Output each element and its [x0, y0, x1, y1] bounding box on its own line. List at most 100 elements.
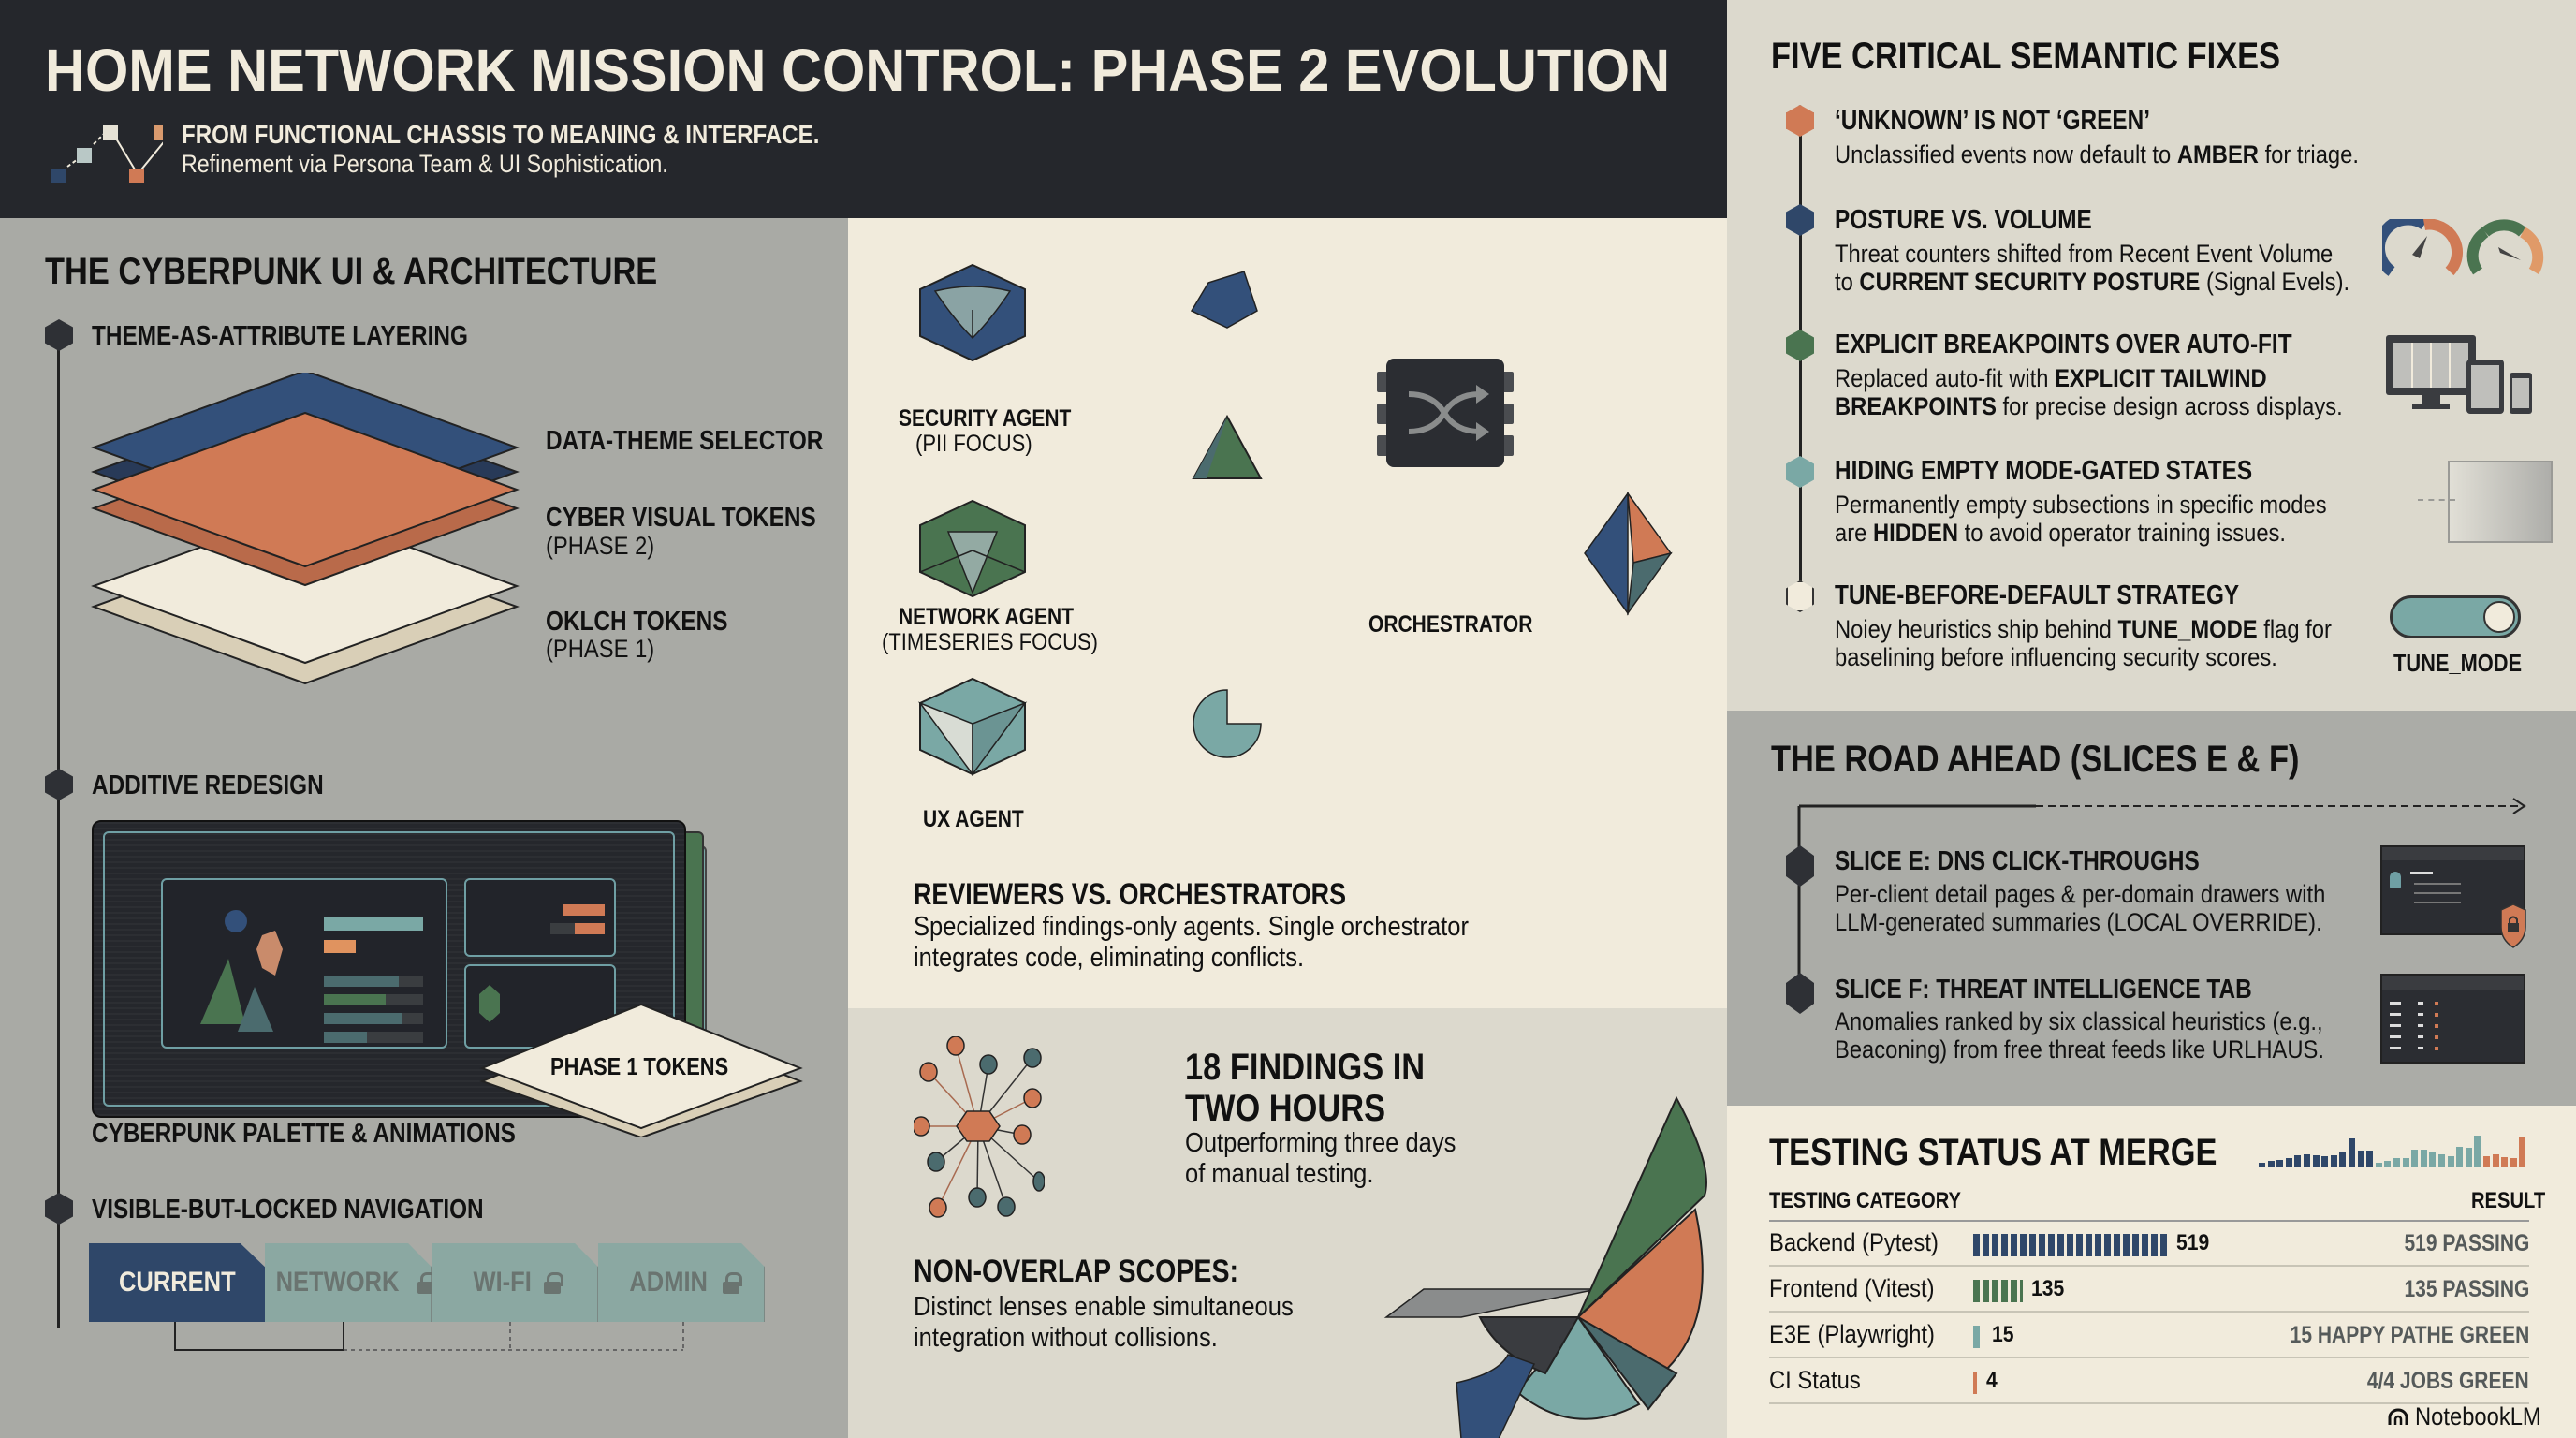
pentagon-shape-icon — [1190, 271, 1258, 329]
security-agent-focus: (PII FOCUS) — [915, 431, 1032, 457]
row-bar — [1973, 1372, 1977, 1394]
fix-4-title: HIDING EMPTY MODE-GATED STATES — [1835, 456, 2253, 486]
gauge-icon — [2382, 219, 2544, 276]
semantic-fixes-panel: FIVE CRITICAL SEMANTIC FIXES ‘UNKNOWN’ I… — [1727, 0, 2576, 711]
lock-icon — [722, 1272, 742, 1294]
responsive-devices-icon — [2386, 335, 2532, 414]
toggle-knob — [2483, 601, 2515, 633]
fix-4-desc-line1: Permanently empty subsections in specifi… — [1835, 491, 2327, 519]
fix-2-desc-line2: to CURRENT SECURITY POSTURE (Signal Evel… — [1835, 268, 2350, 296]
sparkline-bar — [2267, 1161, 2275, 1167]
findings-panel: 18 FINDINGS IN TWO HOURS Outperforming t… — [848, 1008, 1727, 1438]
pyramid-shape-icon — [1192, 415, 1263, 479]
fix-4-desc-line2: are HIDDEN to avoid operator training is… — [1835, 519, 2287, 547]
row-count: 135 — [2031, 1276, 2065, 1301]
sparkline-bar — [2429, 1152, 2437, 1167]
mock-bar — [550, 923, 605, 934]
tab-wifi[interactable]: WI-FI — [432, 1243, 598, 1322]
table-row: Backend (Pytest) 519 519 PASSING — [1769, 1221, 2529, 1267]
sparkline-bar — [2438, 1154, 2445, 1167]
sparkline-bar — [2375, 1163, 2382, 1167]
fix-5-title: TUNE-BEFORE-DEFAULT STRATEGY — [1835, 580, 2240, 610]
pie-shape-icon — [1193, 689, 1262, 758]
mock-bar — [324, 1013, 423, 1024]
sparkline-bar — [2384, 1161, 2392, 1167]
sparkline-bar — [2339, 1152, 2347, 1167]
sparkline-bar — [2456, 1147, 2464, 1167]
fix-3-title: EXPLICIT BREAKPOINTS OVER AUTO-FIT — [1835, 330, 2292, 360]
fix-5-desc-line2: baselining before influencing security s… — [1835, 643, 2277, 671]
flow-logo-icon — [51, 125, 163, 183]
cyberpunk-dashboard-mock — [92, 820, 686, 1118]
sparkline-bar — [2447, 1156, 2454, 1167]
row-count: 15 — [1992, 1322, 2014, 1347]
tune-mode-label: TUNE_MODE — [2393, 649, 2523, 677]
row-category: Frontend (Vitest) — [1769, 1274, 1935, 1302]
fix-1-desc: Unclassified events now default to AMBER… — [1835, 140, 2359, 169]
tab-current[interactable]: CURRENT — [89, 1243, 265, 1322]
findings-line2: of manual testing. — [1185, 1159, 1374, 1189]
phase1-tokens-label: PHASE 1 TOKENS — [550, 1052, 729, 1080]
brand-label: NotebookLM — [2415, 1402, 2541, 1431]
tab-label: CURRENT — [118, 1267, 236, 1298]
slice-node-icon — [1786, 973, 1814, 1014]
row-bar — [1973, 1280, 2023, 1302]
sparkline-bar — [2465, 1148, 2472, 1167]
row-count: 519 — [2176, 1230, 2210, 1255]
tab-admin[interactable]: ADMIN — [598, 1243, 765, 1322]
sparkline-bar — [2420, 1150, 2427, 1167]
fix-3-desc-line2: BREAKPOINTS for precise design across di… — [1835, 392, 2343, 420]
dns-client-page-icon — [2380, 845, 2525, 935]
sparkline-bar — [2259, 1163, 2265, 1167]
row-category: E3E (Playwright) — [1769, 1320, 1935, 1348]
slice-e-line2: LLM-generated summaries (LOCAL OVERRIDE)… — [1835, 908, 2322, 936]
layer-sub-cyber-tokens: (PHASE 2) — [546, 532, 655, 560]
sparkline-bar — [2483, 1156, 2490, 1167]
roadmap-timeline-arrow — [1797, 798, 2526, 984]
mock-hex — [479, 985, 500, 1022]
sparkline-bar — [2366, 1151, 2374, 1167]
layer-label-data-theme: DATA-THEME SELECTOR — [546, 426, 824, 456]
fix-node-icon — [1786, 580, 1814, 612]
col-category-header: TESTING CATEGORY — [1769, 1188, 1961, 1213]
fix-3-desc-line1: Replaced auto-fit with EXPLICIT TAILWIND — [1835, 364, 2267, 392]
layer-sub-oklch: (PHASE 1) — [546, 635, 655, 663]
sparkline-bar — [2321, 1156, 2329, 1167]
arrow-in-icon — [2418, 499, 2455, 501]
fix-node-icon — [1786, 105, 1814, 137]
dashboard-panel-main — [161, 878, 447, 1049]
sparkline-bar — [2393, 1158, 2400, 1167]
sparkline-bar — [2492, 1154, 2499, 1167]
sparkline-bar — [2501, 1157, 2509, 1167]
mock-bar — [564, 904, 605, 916]
row-result: 4/4 JOBS GREEN — [2367, 1368, 2529, 1394]
dashboard-panel-top — [464, 878, 616, 957]
tagline: Refinement via Persona Team & UI Sophist… — [182, 150, 668, 178]
agents-panel: SECURITY AGENT (PII FOCUS) NETWORK AGENT… — [848, 218, 1727, 1008]
fix-5-desc-line1: Noiey heuristics ship behind TUNE_MODE f… — [1835, 615, 2332, 643]
mock-bar — [324, 940, 356, 953]
fix-2-desc-line1: Threat counters shifted from Recent Even… — [1835, 240, 2334, 268]
sparkline-bar — [2294, 1155, 2302, 1167]
sparkline-bar — [2276, 1160, 2284, 1167]
security-agent-name: SECURITY AGENT — [899, 405, 1072, 432]
sparkline-bar — [2474, 1136, 2481, 1167]
mock-bar — [324, 1032, 423, 1043]
tune-mode-toggle[interactable] — [2390, 595, 2521, 638]
locked-nav-title: VISIBLE-BUT-LOCKED NAVIGATION — [92, 1195, 484, 1225]
subtitle: FROM FUNCTIONAL CHASSIS TO MEANING & INT… — [182, 120, 820, 149]
theme-layers-stack-icon — [91, 373, 520, 685]
findings-title-line1: 18 FINDINGS IN — [1185, 1047, 1426, 1088]
row-bar — [1973, 1326, 1983, 1348]
timeline-node-icon — [45, 319, 73, 351]
row-category: CI Status — [1769, 1366, 1861, 1394]
tab-network[interactable]: NETWORK — [265, 1243, 432, 1322]
layer-label-oklch: OKLCH TOKENS — [546, 607, 728, 637]
hidden-panel-icon — [2448, 461, 2553, 543]
timeline-line — [57, 335, 60, 1328]
ux-agent-name: UX AGENT — [923, 806, 1024, 832]
theme-layering-title: THEME-AS-ATTRIBUTE LAYERING — [92, 321, 468, 351]
nonoverlap-line2: integration without collisions. — [914, 1323, 1218, 1353]
nonoverlap-title: NON-OVERLAP SCOPES: — [914, 1254, 1239, 1289]
fix-node-icon — [1786, 456, 1814, 488]
